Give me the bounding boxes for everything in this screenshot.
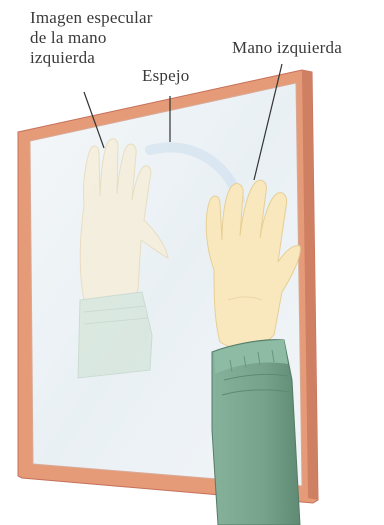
label-left-hand: Mano izquierda [232, 38, 342, 58]
label-mirror-image-line2: de la mano [30, 28, 153, 48]
sleeve [212, 340, 300, 525]
label-mirror-image: Imagen especular de la mano izquierda [30, 8, 153, 68]
label-mirror: Espejo [142, 66, 189, 86]
label-mirror-image-line3: izquierda [30, 48, 153, 68]
label-mirror-image-line1: Imagen especular [30, 8, 153, 28]
